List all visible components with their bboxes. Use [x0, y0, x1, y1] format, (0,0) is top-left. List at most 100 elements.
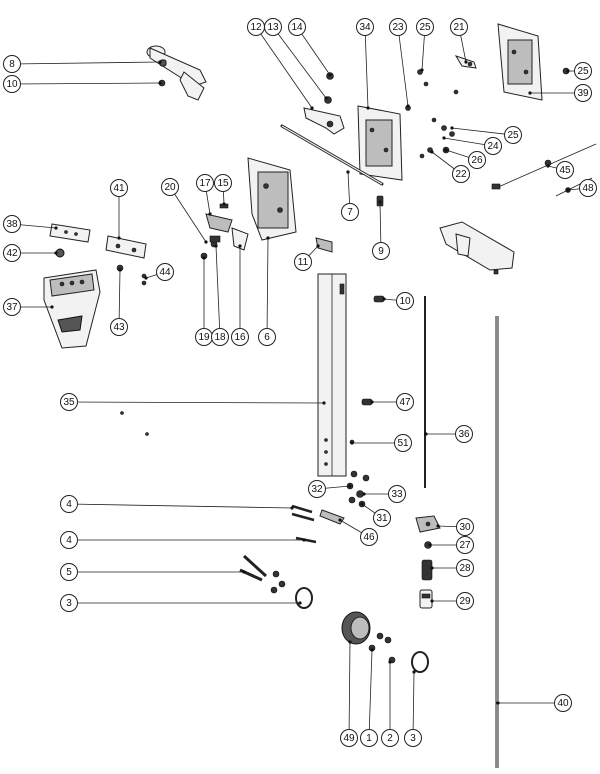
callout-12: 12 [247, 18, 314, 110]
leader-dot [428, 543, 432, 547]
leader-dot [370, 400, 374, 404]
leader-dot [54, 226, 58, 230]
callout-circle [381, 729, 399, 747]
part-8-handle [146, 45, 207, 101]
leader-dot [496, 701, 500, 705]
callout-number: 33 [391, 489, 403, 500]
callout-circle [341, 203, 359, 221]
callout-number: 49 [343, 733, 355, 744]
callout-number: 19 [198, 332, 210, 343]
part-5-bolts [239, 554, 286, 594]
leader-dot [298, 601, 302, 605]
leader-dot [424, 432, 428, 436]
leader-dot [444, 148, 448, 152]
callout-circle [574, 62, 592, 80]
leader-dot [378, 200, 382, 204]
leader-dot [202, 256, 206, 260]
leader-line [266, 237, 269, 338]
leader-dot [316, 244, 320, 248]
callout-22: 22 [430, 150, 470, 183]
callout-number: 29 [459, 596, 471, 607]
leader-dot [322, 401, 326, 405]
callout-31: 31 [360, 502, 391, 527]
callout-circle [196, 174, 214, 192]
callout-number: 1 [366, 733, 372, 744]
callout-circle [3, 215, 21, 233]
leader-line [397, 26, 409, 107]
callout-48: 48 [566, 179, 597, 197]
leader-dot [158, 60, 162, 64]
part-46-link [319, 509, 345, 525]
part-35-column [317, 273, 347, 477]
leader-dot [360, 502, 364, 506]
part-39-plate [497, 23, 543, 101]
callout-circle [360, 729, 378, 747]
callout-7: 7 [341, 170, 359, 221]
leader-dot [117, 236, 121, 240]
callout-number: 4 [66, 535, 72, 546]
callout-number: 42 [6, 248, 18, 259]
callout-3: 3 [60, 594, 302, 612]
leader-dot [290, 506, 294, 510]
callout-number: 17 [199, 178, 211, 189]
leader-dot [420, 68, 424, 72]
leader-dot [328, 73, 332, 77]
callout-number: 26 [471, 155, 483, 166]
callout-number: 14 [291, 22, 303, 33]
leader-dot [242, 570, 246, 574]
callout-circle [396, 393, 414, 411]
part-37-control-box [43, 269, 101, 349]
callout-3: 3 [404, 670, 422, 747]
callout-37: 37 [3, 298, 54, 316]
callout-number: 18 [214, 332, 226, 343]
part-38-plate [49, 223, 91, 243]
callout-circle [110, 179, 128, 197]
callout-circle [579, 179, 597, 197]
leader-dot [158, 81, 162, 85]
callout-51: 51 [350, 434, 412, 452]
leader-dot [366, 106, 370, 110]
callout-circle [574, 84, 592, 102]
callout-circle [404, 729, 422, 747]
callout-circle [416, 18, 434, 36]
callout-17: 17 [196, 174, 214, 216]
leader-dot [362, 492, 366, 496]
callout-42: 42 [3, 244, 58, 262]
leader-dot [302, 538, 306, 542]
callout-35: 35 [60, 393, 326, 411]
leader-dot [238, 244, 242, 248]
callout-circle [258, 328, 276, 346]
callout-1: 1 [360, 648, 378, 747]
leader-dot [208, 212, 212, 216]
callout-36: 36 [424, 425, 473, 443]
leader-dot [54, 251, 58, 255]
leader-dot [350, 441, 354, 445]
callout-44: 44 [144, 263, 174, 281]
callout-number: 7 [347, 207, 353, 218]
callout-circle [3, 244, 21, 262]
parts-15-20-mechanism [200, 203, 249, 260]
callout-number: 38 [6, 219, 18, 230]
callout-circle [456, 518, 474, 536]
leader-line [68, 401, 325, 404]
leader-dot [222, 202, 226, 206]
part-44-screws [141, 273, 147, 286]
callout-circle [452, 165, 470, 183]
callout-circle [456, 536, 474, 554]
callout-number: 20 [164, 182, 176, 193]
callout-number: 16 [234, 332, 246, 343]
part-45-cable [491, 143, 597, 190]
callout-43: 43 [110, 268, 128, 336]
part-41-plate [105, 235, 147, 259]
callout-32: 32 [308, 480, 352, 498]
leader-dot [324, 96, 328, 100]
callout-circle [3, 75, 21, 93]
leader-line [68, 503, 293, 509]
callout-number: 6 [264, 332, 270, 343]
part-3-ring [295, 587, 313, 609]
part-34-plate [357, 105, 403, 181]
callout-circle [554, 694, 572, 712]
leader-dot [430, 150, 434, 154]
callout-circle [264, 18, 282, 36]
